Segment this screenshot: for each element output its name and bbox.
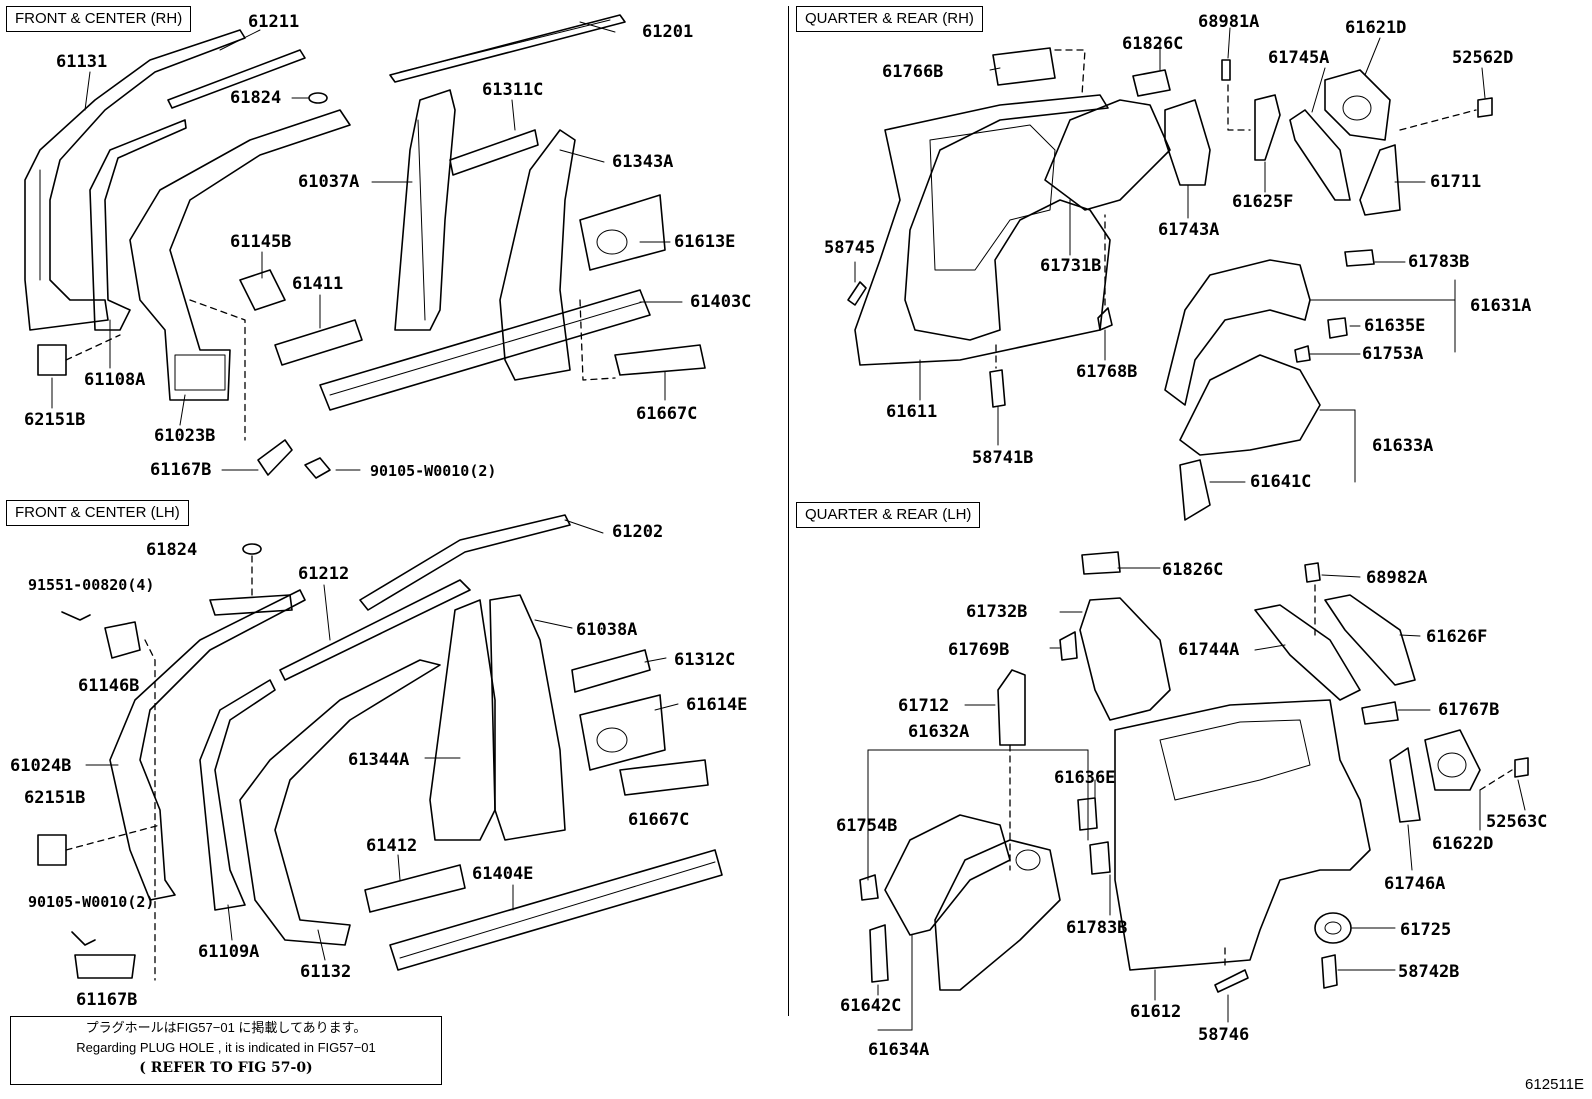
part-label: 61145B bbox=[230, 232, 292, 252]
part-label: 61167B bbox=[150, 460, 212, 480]
front-lh-artwork bbox=[37, 514, 723, 981]
part-label: 61732B bbox=[966, 602, 1028, 622]
part-label: 61131 bbox=[56, 52, 108, 72]
part-label: 61744A bbox=[1178, 640, 1240, 660]
quarter-rh-artwork bbox=[847, 47, 1493, 521]
part-label: 61037A bbox=[298, 172, 360, 192]
note-line-japanese: プラグホールはFIG57−01 に掲載してあります。 bbox=[85, 1020, 367, 1035]
part-label: 58746 bbox=[1198, 1025, 1250, 1045]
part-label: 90105-W0010(2) bbox=[370, 462, 497, 480]
part-label: 61024B bbox=[10, 756, 72, 776]
quarter-lh-artwork bbox=[859, 551, 1529, 993]
part-label: 61824 bbox=[146, 540, 198, 560]
part-label: 61611 bbox=[886, 402, 938, 422]
part-label: 61667C bbox=[628, 810, 690, 830]
part-label: 61725 bbox=[1400, 920, 1452, 940]
panel-title-quarter-rear-rh: QUARTER & REAR (RH) bbox=[796, 6, 983, 32]
part-label: 61634A bbox=[868, 1040, 930, 1060]
plug-hole-note: プラグホールはFIG57−01 に掲載してあります。 Regarding PLU… bbox=[10, 1016, 442, 1085]
part-label: 61635E bbox=[1364, 316, 1426, 336]
part-label: 61631A bbox=[1470, 296, 1532, 316]
part-label: 52562D bbox=[1452, 48, 1514, 68]
part-label: 90105-W0010(2) bbox=[28, 893, 155, 911]
part-label: 61642C bbox=[840, 996, 902, 1016]
part-label: 61753A bbox=[1362, 344, 1424, 364]
part-label: 61625F bbox=[1232, 192, 1294, 212]
note-reference: ( REFER TO FIG 57-0) bbox=[139, 1060, 313, 1076]
part-label: 61614E bbox=[686, 695, 748, 715]
part-label: 61211 bbox=[248, 12, 300, 32]
part-label: 61632A bbox=[908, 722, 970, 742]
part-label: 61746A bbox=[1384, 874, 1446, 894]
part-label: 61201 bbox=[642, 22, 694, 42]
part-label: 61403C bbox=[690, 292, 752, 312]
part-label: 91551-00820(4) bbox=[28, 576, 155, 594]
part-label: 61622D bbox=[1432, 834, 1494, 854]
part-label: 58745 bbox=[824, 238, 876, 258]
part-label: 61023B bbox=[154, 426, 216, 446]
part-label: 61109A bbox=[198, 942, 260, 962]
part-label: 61311C bbox=[482, 80, 544, 100]
part-label: 61212 bbox=[298, 564, 350, 584]
part-label: 61711 bbox=[1430, 172, 1482, 192]
part-label: 61038A bbox=[576, 620, 638, 640]
part-label: 61411 bbox=[292, 274, 344, 294]
part-label: 61613E bbox=[674, 232, 736, 252]
part-label: 61633A bbox=[1372, 436, 1434, 456]
part-label: 61167B bbox=[76, 990, 138, 1010]
part-label: 62151B bbox=[24, 410, 86, 430]
part-label: 61132 bbox=[300, 962, 352, 982]
panel-title-quarter-rear-lh: QUARTER & REAR (LH) bbox=[796, 502, 981, 528]
part-label: 61202 bbox=[612, 522, 664, 542]
vertical-divider bbox=[788, 6, 789, 1016]
part-label: 61754B bbox=[836, 816, 898, 836]
part-label: 61826C bbox=[1162, 560, 1224, 580]
leader-lines bbox=[51, 21, 1526, 1031]
part-label: 61712 bbox=[898, 696, 950, 716]
part-label: 61766B bbox=[882, 62, 944, 82]
part-label: 61626F bbox=[1426, 627, 1488, 647]
part-label: 61667C bbox=[636, 404, 698, 424]
part-label: 68982A bbox=[1366, 568, 1428, 588]
part-label: 61343A bbox=[612, 152, 674, 172]
part-label: 52563C bbox=[1486, 812, 1548, 832]
part-label: 62151B bbox=[24, 788, 86, 808]
part-label: 61641C bbox=[1250, 472, 1312, 492]
part-label: 61344A bbox=[348, 750, 410, 770]
panel-title-front-center-rh: FRONT & CENTER (RH) bbox=[6, 6, 192, 32]
part-label: 68981A bbox=[1198, 12, 1260, 32]
part-label: 61108A bbox=[84, 370, 146, 390]
part-label: 61146B bbox=[78, 676, 140, 696]
part-label: 58742B bbox=[1398, 962, 1460, 982]
part-label: 61731B bbox=[1040, 256, 1102, 276]
figure-id: 612511E bbox=[1525, 1076, 1584, 1093]
part-label: 61312C bbox=[674, 650, 736, 670]
part-label: 61743A bbox=[1158, 220, 1220, 240]
part-label: 61404E bbox=[472, 864, 534, 884]
part-label: 61824 bbox=[230, 88, 282, 108]
part-label: 61783B bbox=[1066, 918, 1128, 938]
part-label: 61767B bbox=[1438, 700, 1500, 720]
part-label: 61783B bbox=[1408, 252, 1470, 272]
note-line-english: Regarding PLUG HOLE , it is indicated in… bbox=[76, 1040, 376, 1055]
part-label: 61826C bbox=[1122, 34, 1184, 54]
part-label: 61745A bbox=[1268, 48, 1330, 68]
part-label: 61412 bbox=[366, 836, 418, 856]
part-label: 61621D bbox=[1345, 18, 1407, 38]
part-label: 61612 bbox=[1130, 1002, 1182, 1022]
part-label: 61768B bbox=[1076, 362, 1138, 382]
part-label: 58741B bbox=[972, 448, 1034, 468]
part-label: 61769B bbox=[948, 640, 1010, 660]
part-label: 61636E bbox=[1054, 768, 1116, 788]
panel-title-front-center-lh: FRONT & CENTER (LH) bbox=[6, 500, 189, 526]
front-rh-artwork bbox=[24, 14, 706, 479]
